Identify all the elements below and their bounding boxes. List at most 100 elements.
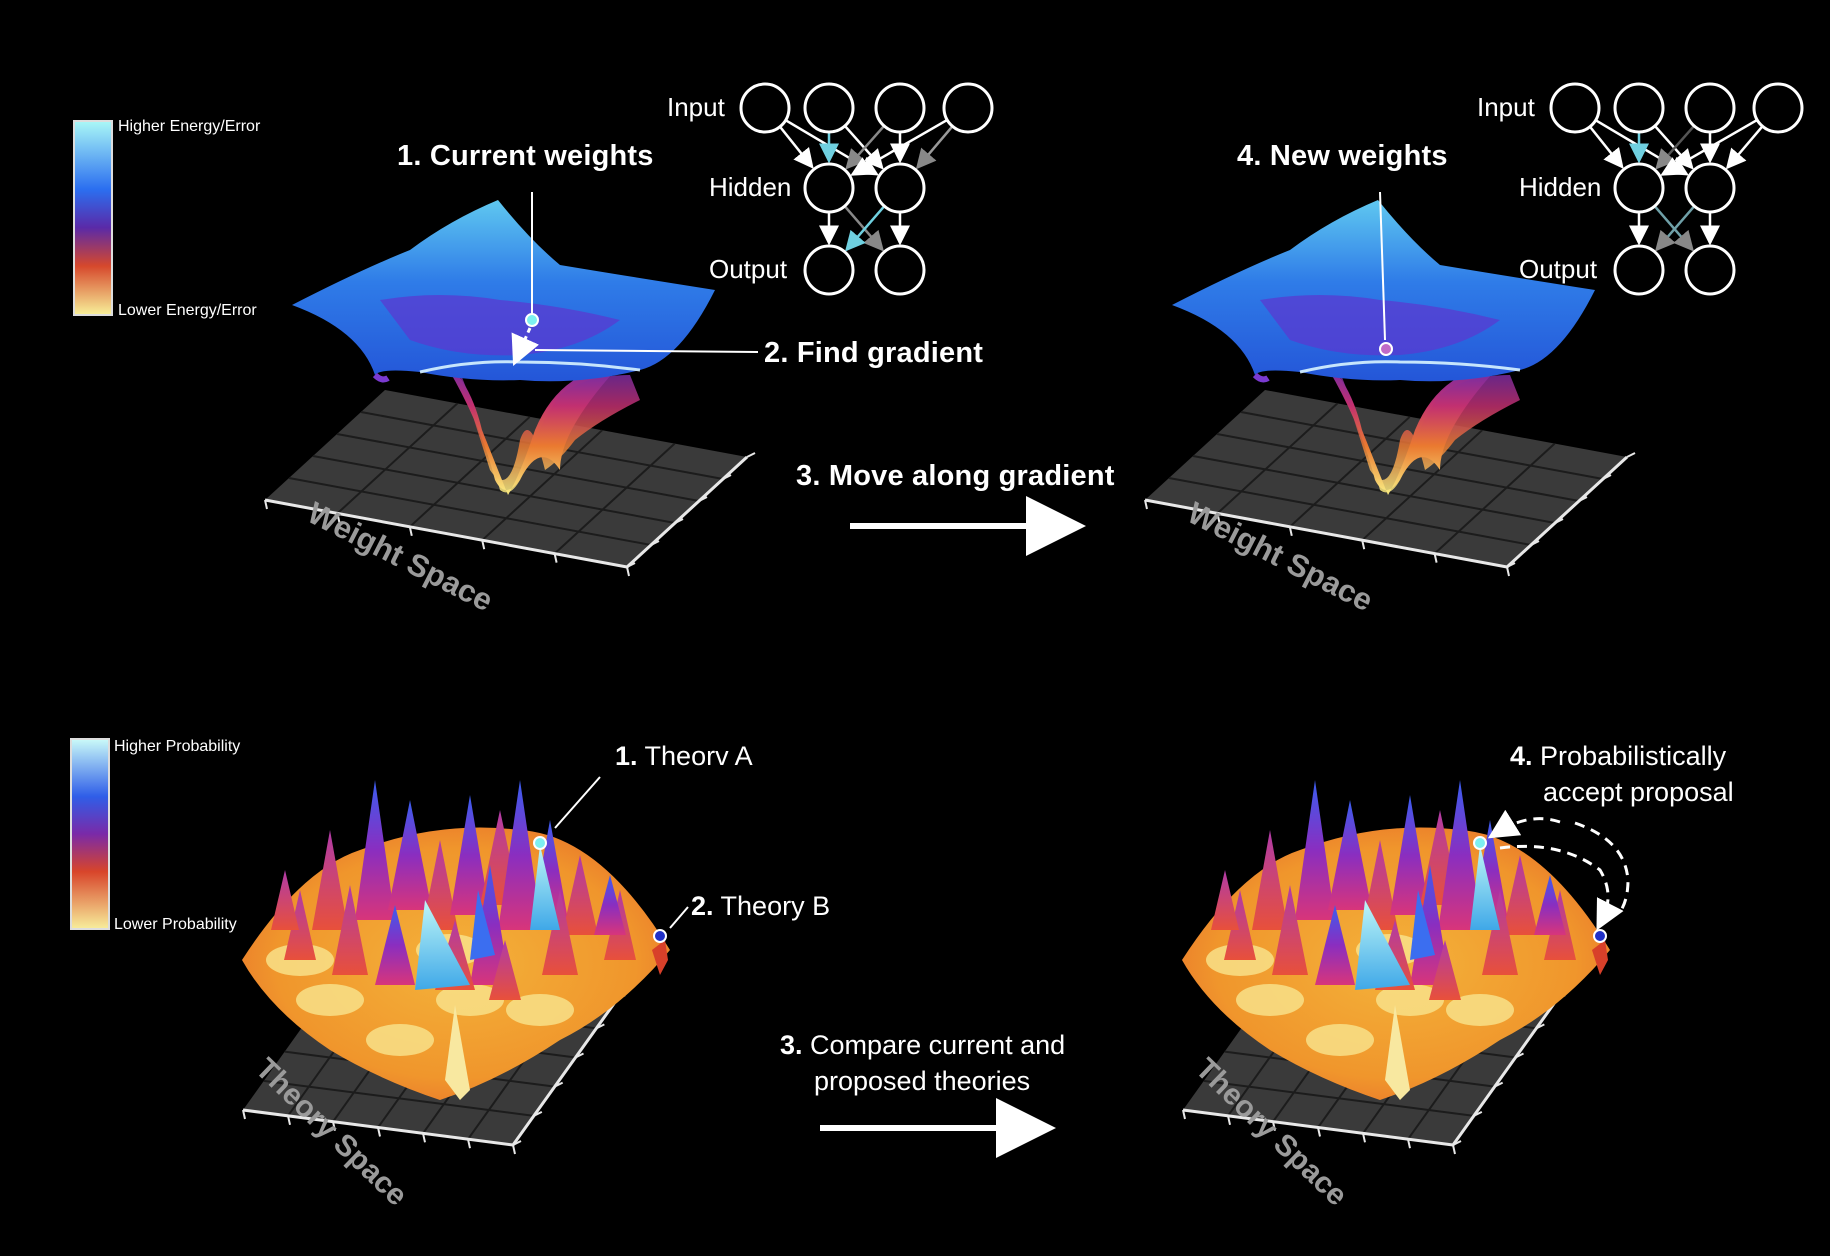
step-new-weights: 4. New weights: [1237, 140, 1448, 172]
nn-hidden-label-right: Hidden: [1519, 172, 1602, 202]
step-move-along-gradient: 3. Move along gradient: [796, 460, 1115, 492]
probability-terrain-right-spike: [1252, 830, 1288, 930]
neural-network-right-node: [1613, 82, 1665, 134]
step-compare-line2: proposed theories: [814, 1066, 1031, 1096]
weight-space-floor-right-tick: [1530, 540, 1540, 546]
theory-space-floor-left-gridline: [263, 1079, 534, 1117]
probability-terrain-left-spike: [450, 795, 490, 915]
probability-terrain-left-edge-theory-b: [652, 940, 668, 975]
probability-terrain-right-edge-theory-b: [1592, 940, 1608, 975]
theory-a-marker: [533, 836, 547, 850]
step-find-gradient: 2. Find gradient: [764, 337, 984, 369]
energy-surface-left-bowl-basin: [380, 295, 620, 356]
neural-network-right-edge: [1725, 125, 1764, 170]
neural-network-right-edge: [1653, 205, 1694, 252]
new-weights-marker: [1379, 342, 1393, 356]
theory-space-floor-right-tick: [1182, 1109, 1186, 1120]
probability-terrain-left-spike: [562, 855, 598, 935]
theory-space-floor-right-tick: [1407, 1138, 1411, 1149]
weight-space-floor-right-tick: [1554, 518, 1564, 524]
probability-colorbar: [70, 738, 110, 930]
probability-terrain-right: [1182, 780, 1610, 1100]
weight-space-floor-right-edge: [1505, 455, 1629, 569]
probability-terrain-left: [242, 780, 670, 1100]
probability-terrain-left-spike: [355, 780, 395, 920]
neural-network-left-edge: [845, 125, 886, 170]
theory-space-floor-right-tick: [1515, 1052, 1524, 1059]
theory-space-floor-left-tick: [512, 1144, 516, 1155]
neural-network-right-node: [1684, 162, 1736, 214]
probability-terrain-right-spike: [1211, 870, 1239, 930]
neural-network-left-edge: [843, 205, 884, 252]
neural-network-left-node: [874, 162, 926, 214]
weight-space-floor-right-gridline: [1192, 455, 1556, 524]
weight-space-floor-left-gridline: [336, 402, 459, 515]
probability-terrain-left-spike-blue: [470, 890, 495, 960]
neural-network-left-edge: [779, 125, 814, 169]
probability-terrain-left-spike: [312, 830, 348, 930]
step-theory-b: 2. Theory B: [691, 891, 831, 921]
neural-network-left-node: [803, 244, 855, 296]
weight-space-floor-left-tick: [408, 526, 413, 537]
probability-terrain-right-patch: [1236, 984, 1304, 1016]
weight-space-floor-left-edge: [264, 498, 628, 569]
neural-network-left-node: [874, 244, 926, 296]
probability-terrain-left-spike: [594, 875, 626, 935]
weight-space-floor-right-edge: [1144, 498, 1508, 569]
probability-terrain-left-spike: [332, 885, 368, 975]
energy-surface-left-rim-tip: [372, 372, 390, 383]
neural-network-left: [739, 82, 994, 296]
probability-terrain-left-patch: [436, 984, 504, 1016]
probability-terrain-right-spike-down: [1385, 1005, 1410, 1100]
neural-network-left-edge: [850, 118, 948, 176]
weight-space-floor-left-plane: [265, 390, 747, 567]
neural-network-right: [1549, 82, 1804, 296]
probability-terrain-left-spike-down: [445, 1005, 470, 1100]
weight-space-floor-left-edge: [625, 455, 749, 569]
theory-b-leader: [669, 906, 689, 929]
probability-terrain-left-patch: [506, 994, 574, 1026]
weight-space-floor-right-tick: [1288, 526, 1293, 537]
neural-network-right-edge: [1660, 118, 1758, 176]
theory-space-floor-right-tick: [1362, 1133, 1366, 1143]
weight-space-floor-left-tick: [746, 452, 756, 458]
current-weights-marker: [525, 313, 539, 327]
accepted-theory-marker: [1473, 836, 1487, 850]
energy-surface-left-funnel-shade: [455, 360, 640, 493]
neural-network-right-node: [1684, 244, 1736, 296]
weight-space-floor-left-gridline: [312, 455, 676, 524]
energy-surface-right-rim-highlight: [1299, 360, 1521, 374]
neural-network-right-edge: [1589, 125, 1624, 169]
probability-terrain-right-patch: [1376, 984, 1444, 1016]
weight-space-floor-right-tick: [1144, 499, 1148, 510]
step-accept-line2: accept proposal: [1543, 777, 1734, 807]
theory-space-floor-right-gridline: [1203, 1079, 1474, 1117]
theory-space-floor-left-tick: [377, 1127, 381, 1137]
neural-network-right-edge: [1655, 125, 1696, 170]
theory-space-floor-right-tick: [1272, 1121, 1276, 1131]
theory-space-floor-left-tick: [595, 1023, 605, 1030]
weight-space-floor-right-plane: [1145, 390, 1627, 567]
probability-terrain-right-spike: [1534, 875, 1566, 935]
neural-network-right-node: [1613, 244, 1665, 296]
theory-space-floor-left-tick: [575, 1052, 584, 1059]
neural-network-left-node: [739, 82, 791, 134]
probability-terrain-right-patch: [1306, 1024, 1374, 1056]
weight-space-floor-left-gridline: [481, 429, 603, 541]
theory-space-floor-right-tick: [1317, 1127, 1321, 1137]
neural-network-left-node: [942, 82, 994, 134]
nn-hidden-label-left: Hidden: [709, 172, 792, 202]
weight-space-floor-right-tick: [1626, 452, 1636, 458]
weight-space-floor-right-tick: [1506, 562, 1516, 568]
neural-network-right-node: [1752, 82, 1804, 134]
weight-space-floor-left-tick: [481, 539, 486, 550]
theory-space-floor-left-tick: [512, 1140, 522, 1146]
neural-network-right-node: [1549, 82, 1601, 134]
theory-space-floor-right-tick: [1494, 1081, 1504, 1088]
proposal-arrow-to-b: [1499, 844, 1624, 931]
weight-space-floor-right-tick: [1578, 496, 1588, 502]
weight-space-floor-right-tick: [1506, 566, 1510, 577]
probability-terrain-right-spike: [1429, 940, 1461, 1000]
step-current-weights: 1. Current weights: [397, 140, 654, 172]
